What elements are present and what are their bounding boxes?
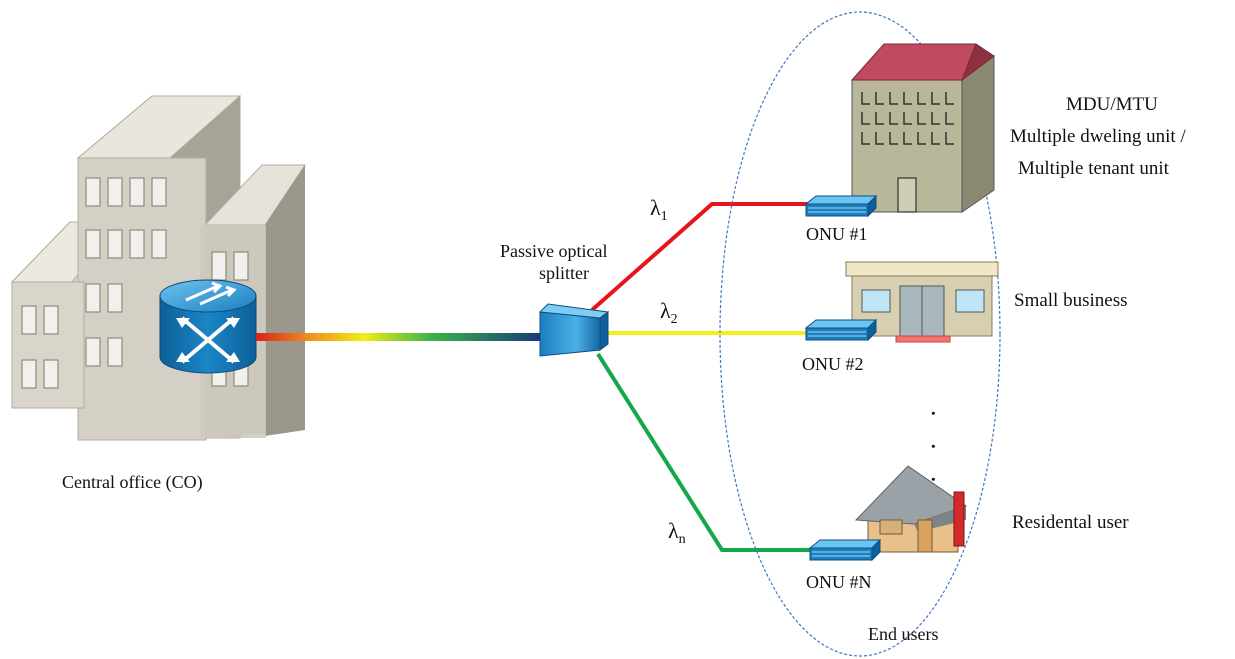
end-users-label: End users <box>868 624 939 644</box>
onu-device-icon <box>805 195 877 217</box>
lambda-symbol: λ <box>660 298 671 323</box>
co-building-icon <box>10 95 306 441</box>
small-business-label: Small business <box>1014 290 1127 311</box>
mdu-label-line1: MDU/MTU <box>1066 94 1158 115</box>
residential-label: Residental user <box>1012 512 1129 533</box>
lambda1-label: λ1 <box>650 195 668 224</box>
splitter-label-line1: Passive optical <box>500 241 607 261</box>
feeder-fiber <box>256 333 540 341</box>
lambdan-label: λn <box>668 518 686 547</box>
mdu-label-line2: Multiple dweling unit / <box>1010 126 1186 147</box>
onu1-label: ONU #1 <box>806 224 868 244</box>
onun-label: ONU #N <box>806 572 872 592</box>
lambda-symbol: λ <box>668 518 679 543</box>
lambdan-subscript: n <box>679 532 686 547</box>
house-icon <box>854 465 968 553</box>
apartment-building-icon <box>850 43 995 213</box>
fiber-lambdan <box>596 352 812 552</box>
lambda2-label: λ2 <box>660 298 678 327</box>
onu2-label: ONU #2 <box>802 354 864 374</box>
co-label: Central office (CO) <box>62 472 203 493</box>
router-switch-icon <box>159 279 257 374</box>
fiber-lambda1 <box>590 202 810 312</box>
splitter-label-line2: splitter <box>539 263 589 283</box>
onu-device-icon <box>805 319 877 341</box>
mdu-label-line3: Multiple tenant unit <box>1018 158 1170 179</box>
end-users-ellipse <box>719 11 1001 657</box>
onu-device-icon <box>809 539 881 561</box>
lambda2-subscript: 2 <box>671 312 678 327</box>
optical-splitter-icon <box>538 303 610 357</box>
ellipsis-dots: . . . <box>926 410 955 493</box>
lambda1-subscript: 1 <box>661 209 668 224</box>
lambda-symbol: λ <box>650 195 661 220</box>
